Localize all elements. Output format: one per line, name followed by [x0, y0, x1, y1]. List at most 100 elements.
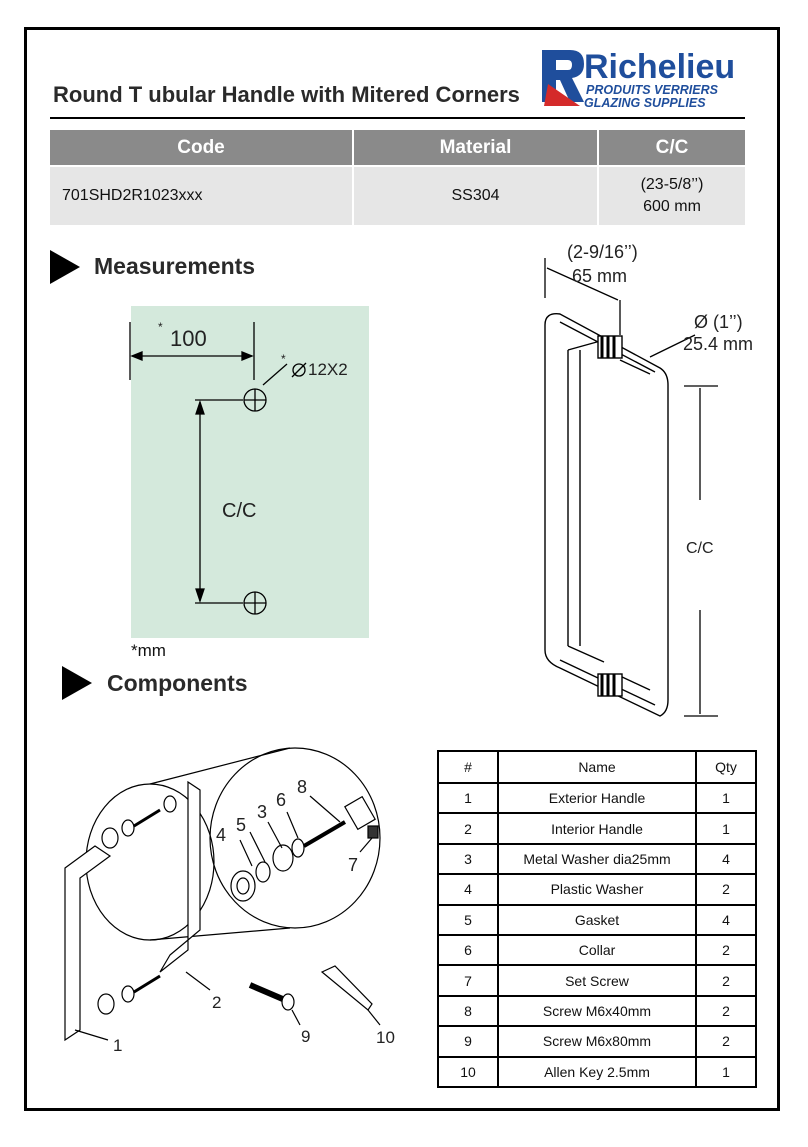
hole-label: 12X2: [308, 360, 348, 379]
standoff-top: [597, 335, 623, 359]
width-star: *: [158, 320, 163, 334]
components-heading: Components: [107, 670, 248, 696]
logo-brand: Richelieu: [584, 48, 735, 86]
part-screw: [302, 820, 347, 848]
part-num: 5: [437, 903, 499, 936]
part-name: Screw M6x40mm: [497, 994, 697, 1028]
part-metal-washer: [272, 844, 294, 872]
part-qty: 2: [695, 994, 757, 1028]
standoff-dim-line: [546, 267, 619, 301]
spec-cc: (23-5/8’’) 600 mm: [598, 165, 745, 225]
part-name: Exterior Handle: [497, 781, 697, 815]
standoff-metric: 65 mm: [572, 266, 628, 286]
handle-2-outline: [159, 780, 201, 973]
part-qty: 2: [695, 964, 757, 997]
spec-table: Code Material C/C 701SHD2R1023xxx SS304 …: [50, 130, 745, 225]
dim-100-arrow-right: [241, 351, 254, 361]
dim-100-arrow-left: [130, 351, 143, 361]
part-num: 2: [437, 812, 499, 845]
spec-header-row: Code Material C/C: [50, 130, 745, 166]
detail-circle-large: [209, 747, 381, 929]
part-qty: 2: [695, 873, 757, 906]
part-qty: 2: [695, 1025, 757, 1058]
handle-cc-label: C/C: [686, 540, 714, 557]
part-num: 4: [437, 873, 499, 906]
diameter-metric: 25.4 mm: [683, 334, 754, 354]
glass-template: [131, 306, 369, 638]
part-plastic-washer: [230, 870, 256, 902]
part-num: 1: [437, 781, 499, 815]
spec-code: 701SHD2R1023xxx: [50, 165, 354, 225]
header-cc: C/C: [598, 130, 745, 166]
standoff-imperial: (2-9/16’’): [567, 242, 638, 262]
diameter-leader: [649, 334, 696, 358]
standoff-bottom: [597, 673, 623, 697]
part-qty: 1: [695, 781, 757, 815]
callout-7: 7: [348, 855, 359, 875]
spec-cc-imperial: (23-5/8’’): [640, 176, 704, 193]
diameter-imperial: Ø (1’’): [694, 312, 743, 332]
part-qty: 1: [695, 812, 757, 845]
part-num: 9: [437, 1025, 499, 1058]
part-num: 6: [437, 933, 499, 967]
part-num: 8: [437, 994, 499, 1028]
measurements-arrow-icon: [50, 250, 80, 284]
exploded-view: [64, 747, 381, 1042]
part-name: Screw M6x80mm: [497, 1025, 697, 1058]
part-name: Collar: [497, 933, 697, 967]
part-name: Set Screw: [497, 964, 697, 997]
part-gasket: [255, 861, 271, 883]
measurements-heading: Measurements: [94, 253, 256, 279]
spec-row: 701SHD2R1023xxx SS304 (23-5/8’’) 600 mm: [50, 165, 745, 225]
callout-5: 5: [236, 815, 247, 835]
spec-material: SS304: [353, 165, 599, 225]
part-name: Gasket: [497, 903, 697, 936]
logo-line-1: PRODUITS VERRIERS: [586, 83, 719, 97]
width-label: 100: [170, 326, 207, 351]
callout-6: 6: [276, 790, 287, 810]
hole-leader: [262, 363, 288, 386]
callout-9: 9: [301, 1027, 311, 1046]
callout-2: 2: [212, 993, 222, 1012]
part-name: Interior Handle: [497, 812, 697, 845]
part-standoff-sleeve: [344, 795, 376, 831]
callout-1: 1: [113, 1036, 123, 1055]
part-qty: 4: [695, 842, 757, 876]
parts-header-num: #: [437, 750, 499, 784]
part-num: 3: [437, 842, 499, 876]
logo-line-2: GLAZING SUPPLIES: [584, 96, 706, 110]
handle-1-outline: [64, 845, 112, 1042]
part-num: 7: [437, 964, 499, 997]
part-name: Metal Washer dia25mm: [497, 842, 697, 876]
diameter-symbol: [292, 363, 306, 377]
mm-note: *mm: [131, 641, 166, 660]
part-name: Allen Key 2.5mm: [497, 1055, 697, 1088]
template-cc-label: C/C: [222, 500, 257, 522]
parts-header-row: # Name Qty: [437, 750, 757, 784]
part-allen-key: [320, 965, 373, 1011]
hole-star: *: [281, 352, 286, 366]
components-arrow-icon: [62, 666, 92, 700]
page-frame: [24, 27, 780, 1111]
parts-header-qty: Qty: [695, 750, 757, 784]
spec-cc-metric: 600 mm: [643, 198, 701, 215]
callout-10: 10: [376, 1028, 395, 1047]
part-name: Plastic Washer: [497, 873, 697, 906]
part-collar: [291, 838, 305, 858]
handle-outline: [544, 313, 669, 717]
part-long-screw: [248, 982, 287, 1003]
part-num: 10: [437, 1055, 499, 1088]
part-set-screw: [367, 825, 379, 839]
handle-drawing: [544, 313, 669, 717]
logo-red-swoosh: [544, 84, 580, 106]
title-rule: [50, 117, 745, 119]
part-qty: 2: [695, 933, 757, 967]
